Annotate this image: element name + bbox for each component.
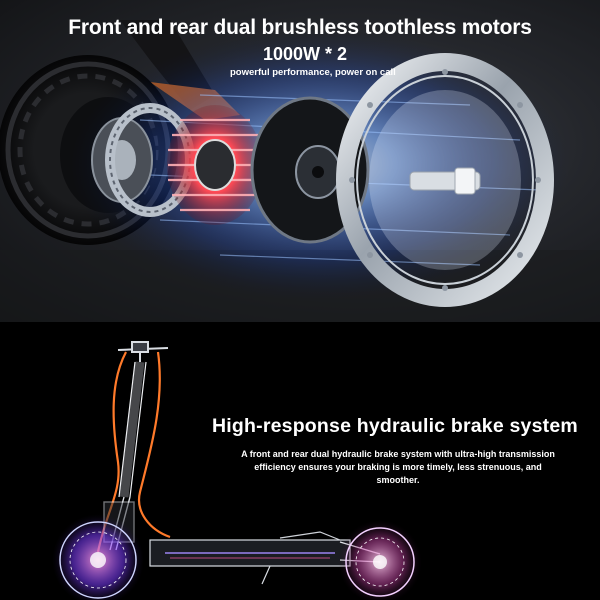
motor-title: Front and rear dual brushless toothless …	[68, 16, 532, 39]
motor-tagline: powerful performance, power on call	[230, 67, 396, 78]
motor-power: 1000W * 2	[263, 44, 348, 64]
handlebar	[117, 341, 169, 362]
axle	[409, 167, 481, 195]
kickstand	[261, 565, 271, 585]
motor-panel: Front and rear dual brushless toothless …	[0, 0, 600, 322]
brake-description: A front and rear dual hydraulic brake sy…	[241, 449, 555, 485]
scooter-xray-illustration	[52, 341, 422, 600]
brake-title: High-response hydraulic brake system	[212, 415, 578, 437]
deck	[149, 531, 351, 567]
red-stator	[167, 105, 263, 225]
brake-panel: High-response hydraulic brake system A f…	[0, 322, 600, 600]
exploded-motor-illustration	[0, 20, 600, 322]
rear-wheel	[338, 520, 422, 600]
steering-stem	[118, 361, 147, 498]
front-wheel	[52, 514, 144, 600]
